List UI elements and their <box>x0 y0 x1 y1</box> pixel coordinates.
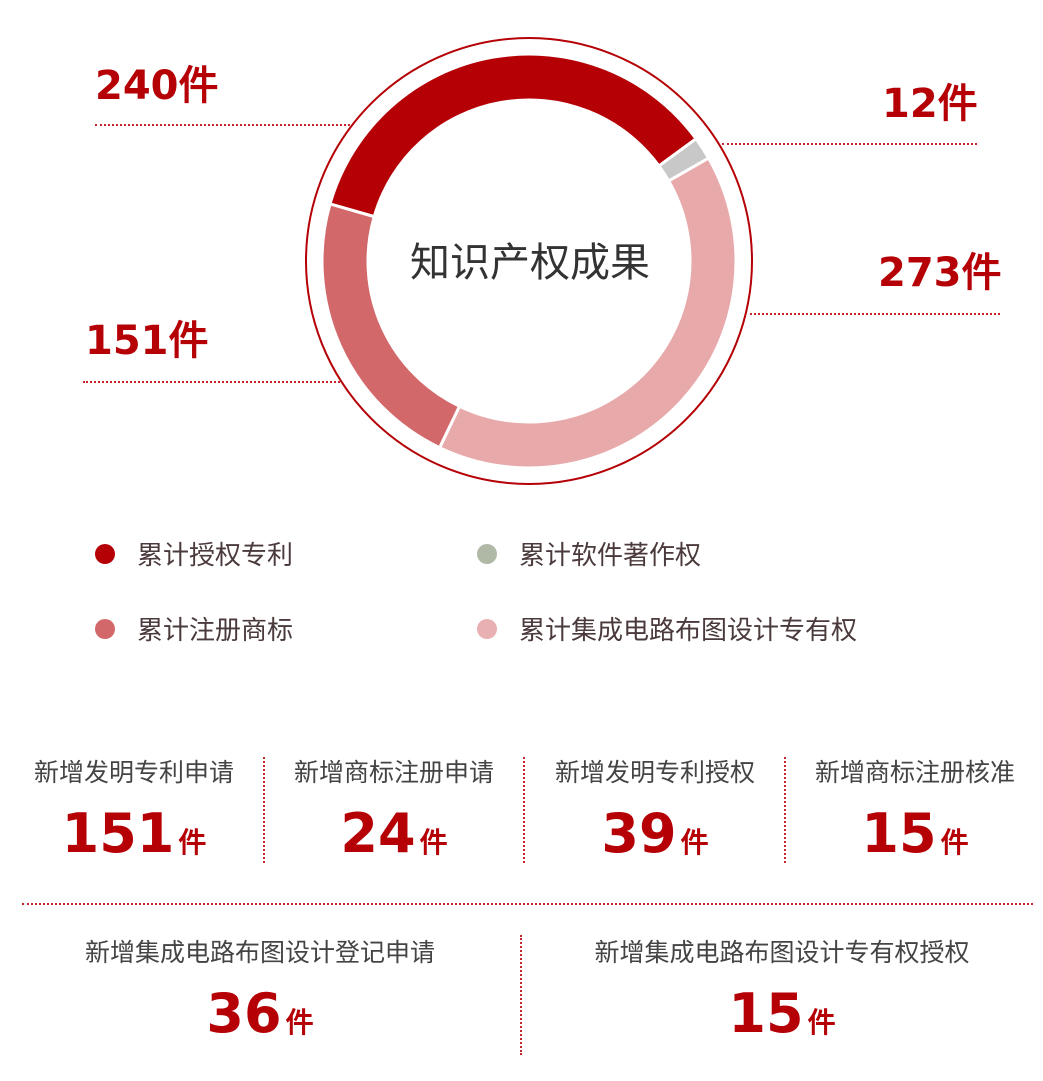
value-label-ic-layout: 273件 <box>878 250 1002 296</box>
stat-value: 24 <box>340 802 416 865</box>
divider <box>520 935 522 1055</box>
stat-label: 新增发明专利申请 <box>33 758 234 787</box>
stat-value: 36 <box>206 982 282 1045</box>
divider <box>523 757 525 863</box>
stat-unit: 件 <box>419 826 448 859</box>
stat-label: 新增集成电路布图设计专有权授权 <box>594 938 970 967</box>
legend-dot <box>95 618 115 639</box>
donut-chart <box>305 37 753 485</box>
legend-label: 累计授权专利 <box>137 541 294 571</box>
donut-slice-0 <box>328 52 699 219</box>
stat-value: 15 <box>728 982 804 1045</box>
stat-label: 新增发明专利授权 <box>554 758 755 787</box>
stat-label: 新增商标注册核准 <box>814 758 1015 787</box>
legend-item: 累计软件著作权 <box>477 535 701 572</box>
stat-label: 新增集成电路布图设计登记申请 <box>84 938 435 967</box>
divider <box>263 757 265 863</box>
stat-value: 15 <box>861 802 937 865</box>
legend-label: 累计集成电路布图设计专有权 <box>519 616 858 646</box>
stat-value: 39 <box>601 802 677 865</box>
chart-title: 知识产权成果 <box>410 240 650 286</box>
donut-slice-2 <box>437 156 738 470</box>
legend-label: 累计注册商标 <box>137 616 294 646</box>
legend-item: 累计授权专利 <box>95 535 293 572</box>
leader-line <box>722 143 977 145</box>
legend-item: 累计注册商标 <box>95 610 293 647</box>
leader-line <box>95 124 350 126</box>
stat-unit: 件 <box>285 1006 314 1039</box>
divider <box>784 757 786 863</box>
value-label-trademarks: 151件 <box>85 318 209 364</box>
legend-dot <box>477 543 497 564</box>
legend-dot <box>477 618 497 639</box>
stat-unit: 件 <box>680 826 709 859</box>
value-label-software: 12件 <box>882 81 978 127</box>
value-label-patents: 240件 <box>95 63 219 109</box>
legend-item: 累计集成电路布图设计专有权 <box>477 610 857 647</box>
stat-label: 新增商标注册申请 <box>293 758 494 787</box>
donut-slice-3 <box>320 202 462 450</box>
divider <box>22 903 1033 905</box>
legend-label: 累计软件著作权 <box>519 541 702 571</box>
stat-unit: 件 <box>940 826 969 859</box>
leader-line <box>83 381 340 383</box>
stat-unit: 件 <box>178 826 207 859</box>
outer-ring <box>305 37 753 485</box>
stat-unit: 件 <box>807 1006 836 1039</box>
stat-value: 151 <box>61 802 175 865</box>
legend-dot <box>95 543 115 564</box>
leader-line <box>750 313 1000 315</box>
